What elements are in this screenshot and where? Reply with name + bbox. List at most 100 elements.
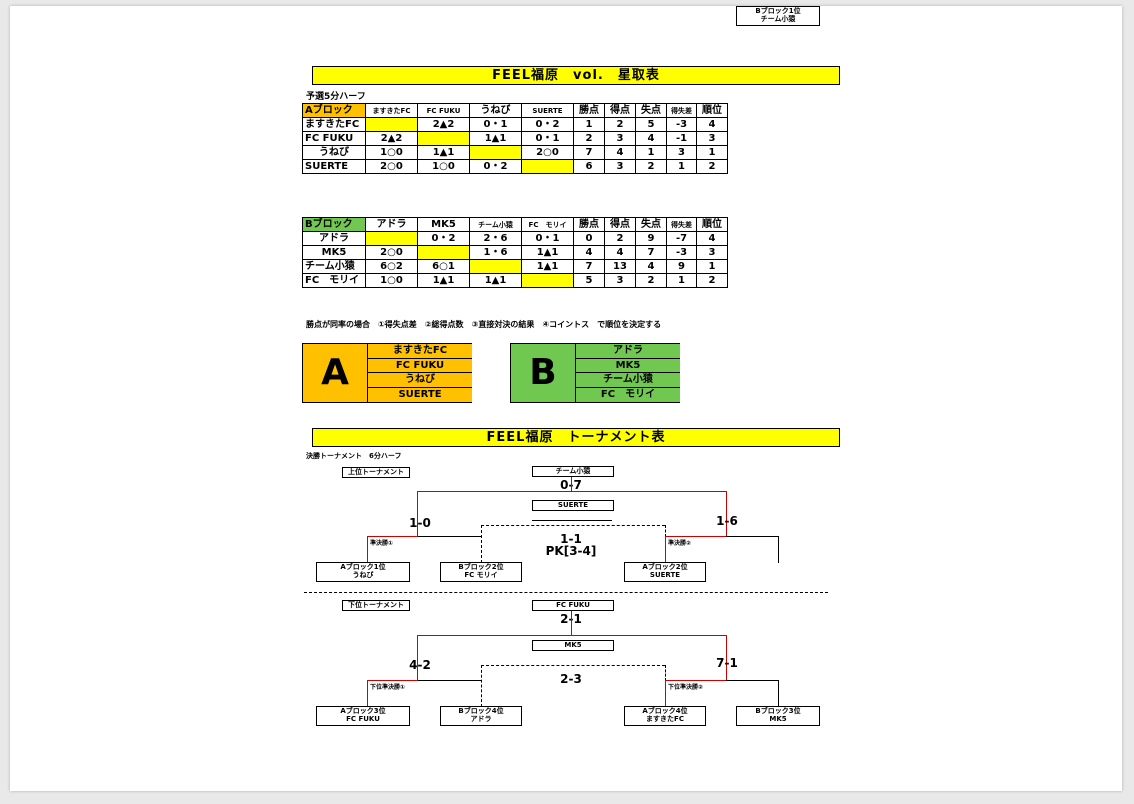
- result-cell: 0・1: [521, 131, 574, 146]
- col-header: FC FUKU: [417, 103, 470, 118]
- group-team: うねび: [368, 373, 472, 388]
- stat-cell: 7: [573, 145, 605, 160]
- stat-cell: 1: [573, 117, 605, 132]
- result-cell: 2○0: [365, 245, 418, 260]
- stat-cell: -7: [666, 231, 697, 246]
- stat-cell: 13: [604, 259, 636, 274]
- col-header: うねび: [469, 103, 522, 118]
- block-a-label: Aブロック: [302, 103, 366, 118]
- third-place-dashed-line: [665, 525, 666, 537]
- col-header: 勝点: [573, 103, 605, 118]
- slot-position: Bブロック3位: [755, 707, 801, 715]
- slot-team: ますきたFC: [646, 715, 684, 723]
- stat-cell: 9: [666, 259, 697, 274]
- team-name: うねび: [302, 145, 366, 160]
- slot-team: FC FUKU: [346, 715, 380, 723]
- stat-cell: 3: [604, 159, 636, 174]
- table-row: アドラ 0・2 2・6 0・1 0 2 9 -7 4: [302, 231, 728, 246]
- stat-cell: 2: [635, 159, 667, 174]
- col-header: チーム小猿: [469, 217, 522, 232]
- table-row: チーム小猿 6○2 6○1 1▲1 7 13 4 9 1: [302, 259, 728, 274]
- result-cell: 2▲2: [365, 131, 418, 146]
- slot-position: Aブロック4位: [642, 707, 688, 715]
- bracket-line: [665, 536, 666, 563]
- group-b-teams: アドラ MK5 チーム小猿 FC モリイ: [575, 344, 680, 402]
- upper-left-semi-score: 1-0: [409, 516, 431, 530]
- table-row: SUERTE 2○0 1○0 0・2 6 3 2 1 2: [302, 159, 728, 174]
- stat-cell: 1: [635, 145, 667, 160]
- group-team: MK5: [576, 359, 680, 373]
- tournament-subtitle: 決勝トーナメント 6分ハーフ: [306, 452, 402, 460]
- stat-cell: 9: [635, 231, 667, 246]
- bracket-divider: [304, 592, 828, 593]
- upper-slot-1: Aブロック1位うねび: [316, 562, 410, 582]
- table-row: FC FUKU 2▲2 1▲1 0・1 2 3 4 -1 3: [302, 131, 728, 146]
- bracket-line: [367, 680, 418, 681]
- stat-cell: 4: [696, 231, 728, 246]
- col-header: アドラ: [365, 217, 418, 232]
- block-b-table: Bブロック アドラ MK5 チーム小猿 FC モリイ 勝点 得点 失点 得失差 …: [302, 217, 728, 288]
- lower-left-semi-score: 4-2: [409, 658, 431, 672]
- col-header: FC モリイ: [521, 217, 574, 232]
- stat-cell: 4: [635, 131, 667, 146]
- team-name: チーム小猿: [302, 259, 366, 274]
- result-cell: 0・2: [469, 159, 522, 174]
- bracket-line: [726, 635, 727, 680]
- group-team: チーム小猿: [576, 373, 680, 388]
- block-b-label: Bブロック: [302, 217, 366, 232]
- result-cell: 1▲1: [469, 273, 522, 288]
- result-cell: [521, 159, 574, 174]
- stat-cell: 2: [696, 273, 728, 288]
- lower-third-box: MK5: [532, 640, 614, 651]
- result-cell: 1・6: [469, 245, 522, 260]
- bracket-line: [778, 536, 779, 563]
- stat-cell: 3: [604, 273, 636, 288]
- lower-third-score: 2-3: [560, 672, 582, 686]
- slot-team: チーム小猿: [760, 15, 796, 23]
- upper-tournament-label: 上位トーナメント: [342, 467, 410, 478]
- bracket-line: [726, 680, 779, 681]
- slot-team: SUERTE: [649, 571, 681, 579]
- group-team: ますきたFC: [368, 344, 472, 359]
- table-row: ますきたFC 2▲2 0・1 0・2 1 2 5 -3 4: [302, 117, 728, 132]
- slot-team: MK5: [769, 715, 787, 723]
- result-cell: [365, 117, 418, 132]
- bracket-line: [571, 477, 572, 492]
- slot-position: Bブロック2位: [458, 563, 504, 571]
- bracket-line: [417, 491, 726, 492]
- result-cell: 2○0: [521, 145, 574, 160]
- league-title: FEEL福原 vol. 星取表: [312, 66, 840, 85]
- stat-cell: 2: [696, 159, 728, 174]
- bracket-line: [417, 491, 418, 536]
- team-name: FC モリイ: [302, 273, 366, 288]
- col-header: 得点: [604, 103, 636, 118]
- result-cell: 1▲1: [417, 273, 470, 288]
- upper-semi2-label: 準決勝②: [668, 540, 692, 547]
- stat-cell: 7: [573, 259, 605, 274]
- bracket-line: [417, 635, 418, 680]
- col-header: MK5: [417, 217, 470, 232]
- bracket-line: [726, 491, 727, 536]
- stat-cell: 3: [696, 131, 728, 146]
- stat-cell: 4: [604, 145, 636, 160]
- league-subtitle: 予選5分ハーフ: [306, 92, 366, 102]
- bracket-line: [665, 680, 666, 707]
- stat-cell: 0: [573, 231, 605, 246]
- result-cell: 2・6: [469, 231, 522, 246]
- result-cell: 2▲2: [417, 117, 470, 132]
- lower-slot-3: Aブロック4位ますきたFC: [624, 706, 706, 726]
- stat-cell: 3: [604, 131, 636, 146]
- upper-champion-box: チーム小猿: [532, 466, 614, 477]
- stat-cell: 3: [696, 245, 728, 260]
- stat-cell: 4: [635, 259, 667, 274]
- result-cell: 1▲1: [469, 131, 522, 146]
- slot-team: FC モリイ: [464, 571, 498, 579]
- stat-cell: -3: [666, 245, 697, 260]
- result-cell: [469, 145, 522, 160]
- slot-position: Bブロック4位: [458, 707, 504, 715]
- stat-cell: 2: [573, 131, 605, 146]
- stat-cell: 3: [666, 145, 697, 160]
- team-name: MK5: [302, 245, 366, 260]
- result-cell: 1○0: [365, 145, 418, 160]
